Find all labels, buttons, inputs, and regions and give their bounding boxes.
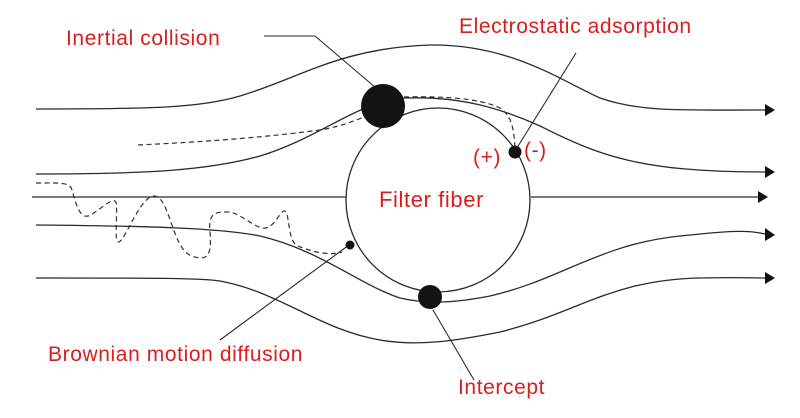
streamline-1-arrowhead xyxy=(765,104,775,116)
streamline-1 xyxy=(35,44,766,111)
inertial-trajectory xyxy=(137,113,373,146)
streamline-2-arrowhead xyxy=(765,166,775,178)
intercept-particle xyxy=(418,285,442,309)
intercept-label: Intercept xyxy=(458,376,546,399)
electrostatic-trajectory xyxy=(403,96,516,149)
electrostatic-adsorption-label: Electrostatic adsorption xyxy=(459,15,692,38)
positive-charge-label: (+) xyxy=(473,146,502,169)
brownian-motion-diffusion-label: Brownian motion diffusion xyxy=(48,343,304,366)
brownian-leader-line xyxy=(219,244,350,341)
streamline-3-arrowhead xyxy=(758,191,768,203)
streamline-4-arrowhead xyxy=(765,228,775,241)
inertial-collision-label: Inertial collision xyxy=(66,27,221,50)
inertial-leader-line xyxy=(264,35,377,89)
filter-fiber-label: Filter fiber xyxy=(379,187,484,212)
streamline-5 xyxy=(35,276,766,344)
inertial-particle xyxy=(361,84,405,128)
brownian-trajectory xyxy=(35,182,343,259)
brownian-particle xyxy=(345,240,355,250)
electrostatic-leader-line xyxy=(514,52,577,152)
electrostatic-particle xyxy=(508,145,522,159)
streamline-5-arrowhead xyxy=(765,272,775,284)
negative-charge-label: (-) xyxy=(524,139,547,162)
intercept-leader-line xyxy=(432,309,475,381)
streamline-4 xyxy=(35,224,766,303)
streamline-2 xyxy=(35,97,766,175)
